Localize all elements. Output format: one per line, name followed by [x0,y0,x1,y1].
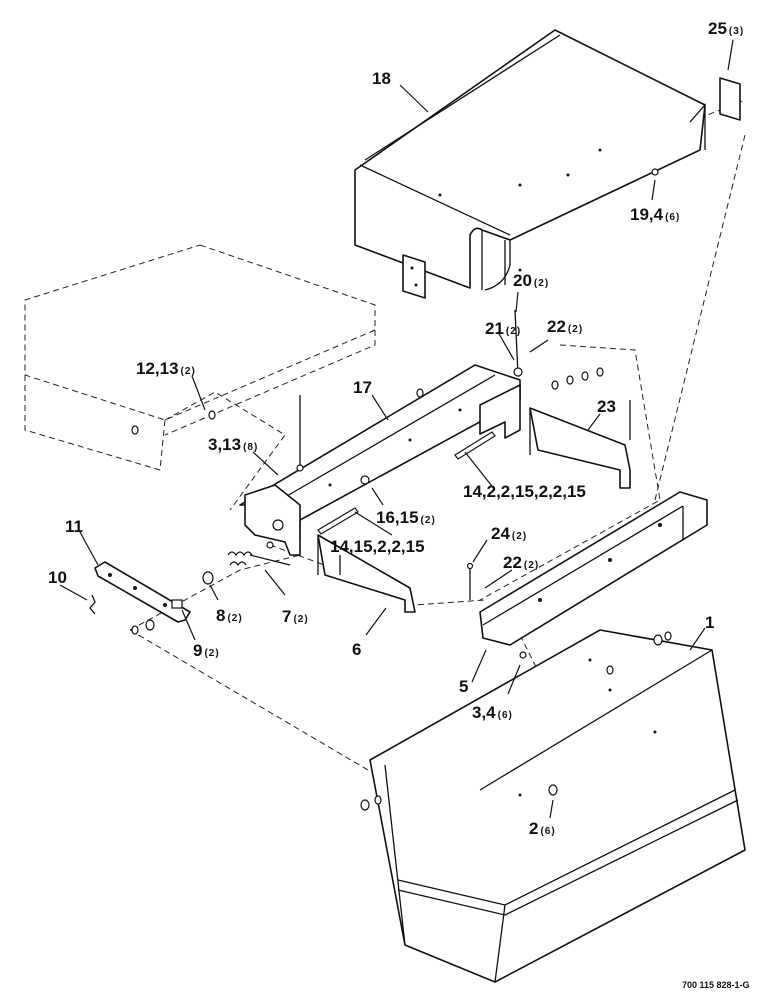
callout-labels: 18 25(3) 19,4(6) 20(2) 21(2) 22(2) 12,13… [48,19,750,990]
part-16-bolt [360,475,370,485]
part-1-front-shield [369,629,746,983]
part-20-21-bolt [296,309,523,472]
part-10-pin [89,594,96,615]
callout-10: 10 [48,568,67,587]
drawing-number: 700 115 828-1-G [682,980,750,990]
part-2-hardware [360,784,558,811]
part-7-spring [227,551,291,567]
callout-19-4: 19,4(6) [630,205,680,224]
part-6-bracket [317,534,416,613]
callout-1: 1 [705,613,714,632]
callout-21: 21(2) [485,319,521,338]
callout-24: 24(2) [491,524,527,543]
part-17-support-beam [239,364,521,556]
callout-5: 5 [459,677,468,696]
part-25-plate [719,77,741,121]
callout-17: 17 [353,378,372,397]
callout-12-13: 12,13(2) [136,359,196,378]
part-18-top-hood [354,29,706,299]
part-5-channel [479,491,708,659]
callout-3-13: 3,13(8) [208,435,258,454]
part-3-4-hardware [131,388,424,635]
part-22-nuts [551,367,631,440]
callout-9: 9(2) [193,641,220,660]
part-11-bar [94,561,191,623]
part-9-bushing [171,599,183,609]
callout-22-upper: 22(2) [547,317,583,336]
phantom-adjacent-shield [24,244,376,511]
part-14-bolt-lower [317,507,359,535]
callout-3-4: 3,4(6) [472,703,513,722]
callout-11: 11 [65,517,83,536]
leader-lines [59,39,734,819]
callout-18: 18 [372,69,391,88]
callout-6: 6 [352,640,361,659]
part-24-hardware [466,562,474,600]
callout-14-lower: 14,15,2,2,15 [330,537,425,556]
callout-20: 20(2) [513,271,549,290]
callout-2: 2(6) [529,819,556,838]
callout-14-upper: 14,2,2,15,2,2,15 [463,482,586,501]
part-23-bracket [529,407,631,489]
part-19-hardware [651,168,659,176]
callout-23: 23 [597,397,616,416]
callout-16-15: 16,15(2) [376,508,436,527]
callout-22-lower: 22(2) [503,553,539,572]
part-14-bolt-upper [454,431,496,460]
part-8-washer [202,571,214,585]
callout-25: 25(3) [708,19,744,38]
callout-7: 7(2) [282,607,309,626]
callout-8: 8(2) [216,606,243,625]
